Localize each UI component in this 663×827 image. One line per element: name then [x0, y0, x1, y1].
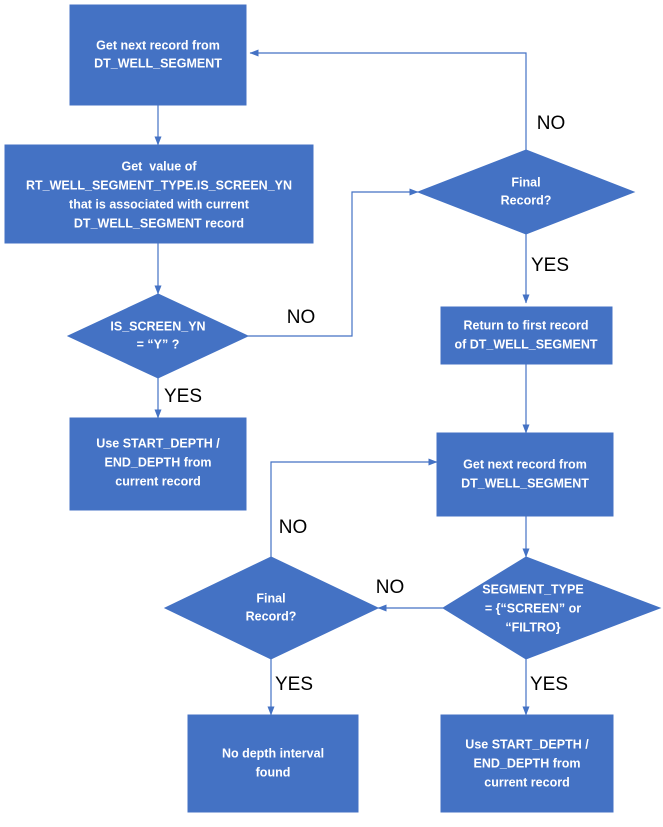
edge-labels: NO YES NO YES NO NO YES YES: [164, 113, 569, 695]
edge-label-no-final-record-1: NO: [537, 113, 566, 134]
decision-diamond: [416, 149, 636, 235]
edge-label-yes-final-record-1: YES: [531, 255, 569, 276]
node-line: Use START_DEPTH /: [465, 737, 589, 751]
edge-label-yes-final-record-2: YES: [275, 674, 313, 695]
node-line: Get value of: [121, 159, 197, 173]
node-no-depth-interval[interactable]: No depth interval found: [187, 714, 359, 813]
edge-label-no-segment-type: NO: [376, 577, 405, 598]
process-box: [436, 432, 614, 517]
node-return-first-record[interactable]: Return to first record of DT_WELL_SEGMEN…: [440, 306, 613, 365]
edge-label-no-is-screen: NO: [287, 307, 316, 328]
node-line: DT_WELL_SEGMENT record: [74, 216, 244, 230]
node-line: Use START_DEPTH /: [96, 436, 220, 450]
process-box: [187, 714, 359, 813]
node-line: END_DEPTH from: [105, 455, 212, 469]
node-use-depth-1[interactable]: Use START_DEPTH / END_DEPTH from current…: [69, 417, 247, 511]
process-box: [69, 4, 247, 106]
edge-label-yes-is-screen: YES: [164, 386, 202, 407]
node-line: SEGMENT_TYPE: [482, 582, 583, 596]
node-line: Get next record from: [96, 38, 220, 52]
node-line: Final: [511, 175, 540, 189]
node-line: Return to first record: [463, 318, 588, 332]
node-get-value-screen-yn[interactable]: Get value of RT_WELL_SEGMENT_TYPE.IS_SCR…: [4, 144, 314, 244]
decision-diamond: [163, 556, 380, 660]
node-line: Record?: [246, 609, 297, 623]
node-final-record-decision-2[interactable]: Final Record?: [163, 556, 380, 660]
edge-is-screen-no-to-final-record-1: [248, 188, 419, 337]
process-box: [440, 306, 613, 365]
node-line: “FILTRO}: [505, 620, 560, 634]
process-box: [440, 714, 614, 813]
node-line: DT_WELL_SEGMENT: [94, 56, 222, 70]
process-box: [4, 144, 314, 244]
node-line: that is associated with current: [69, 197, 250, 211]
node-line: Get next record from: [463, 457, 587, 471]
node-line: = {“SCREEN” or: [485, 601, 581, 615]
node-line: RT_WELL_SEGMENT_TYPE.IS_SCREEN_YN: [26, 178, 292, 192]
node-segment-type-decision[interactable]: SEGMENT_TYPE = {“SCREEN” or “FILTRO}: [442, 556, 662, 660]
node-line: current record: [484, 775, 569, 789]
node-final-record-decision-1[interactable]: Final Record?: [416, 149, 636, 235]
process-box: [69, 417, 247, 511]
node-get-next-record-2[interactable]: Get next record from DT_WELL_SEGMENT: [436, 432, 614, 517]
node-line: DT_WELL_SEGMENT: [461, 476, 589, 490]
node-line: Record?: [501, 193, 552, 207]
edge-label-yes-segment-type: YES: [530, 674, 568, 695]
node-use-depth-2[interactable]: Use START_DEPTH / END_DEPTH from current…: [440, 714, 614, 813]
node-line: current record: [115, 474, 200, 488]
node-line: = “Y” ?: [137, 337, 180, 351]
connectors: [154, 49, 530, 716]
node-get-next-record-1[interactable]: Get next record from DT_WELL_SEGMENT: [69, 4, 247, 106]
edge-label-no-final-record-2: NO: [279, 517, 308, 538]
node-line: of DT_WELL_SEGMENT: [454, 337, 597, 351]
edge-final-record-2-no-to-get-next-2: [270, 458, 438, 557]
node-line: END_DEPTH from: [474, 756, 581, 770]
decision-diamond: [66, 293, 250, 379]
node-is-screen-yn-decision[interactable]: IS_SCREEN_YN = “Y” ?: [66, 293, 250, 379]
edge-final-record-1-no-to-get-next-1: [249, 49, 527, 150]
decision-diamond: [442, 556, 662, 660]
node-line: Final: [256, 591, 285, 605]
node-line: No depth interval: [222, 746, 324, 760]
node-line: found: [256, 765, 291, 779]
node-line: IS_SCREEN_YN: [110, 319, 205, 333]
